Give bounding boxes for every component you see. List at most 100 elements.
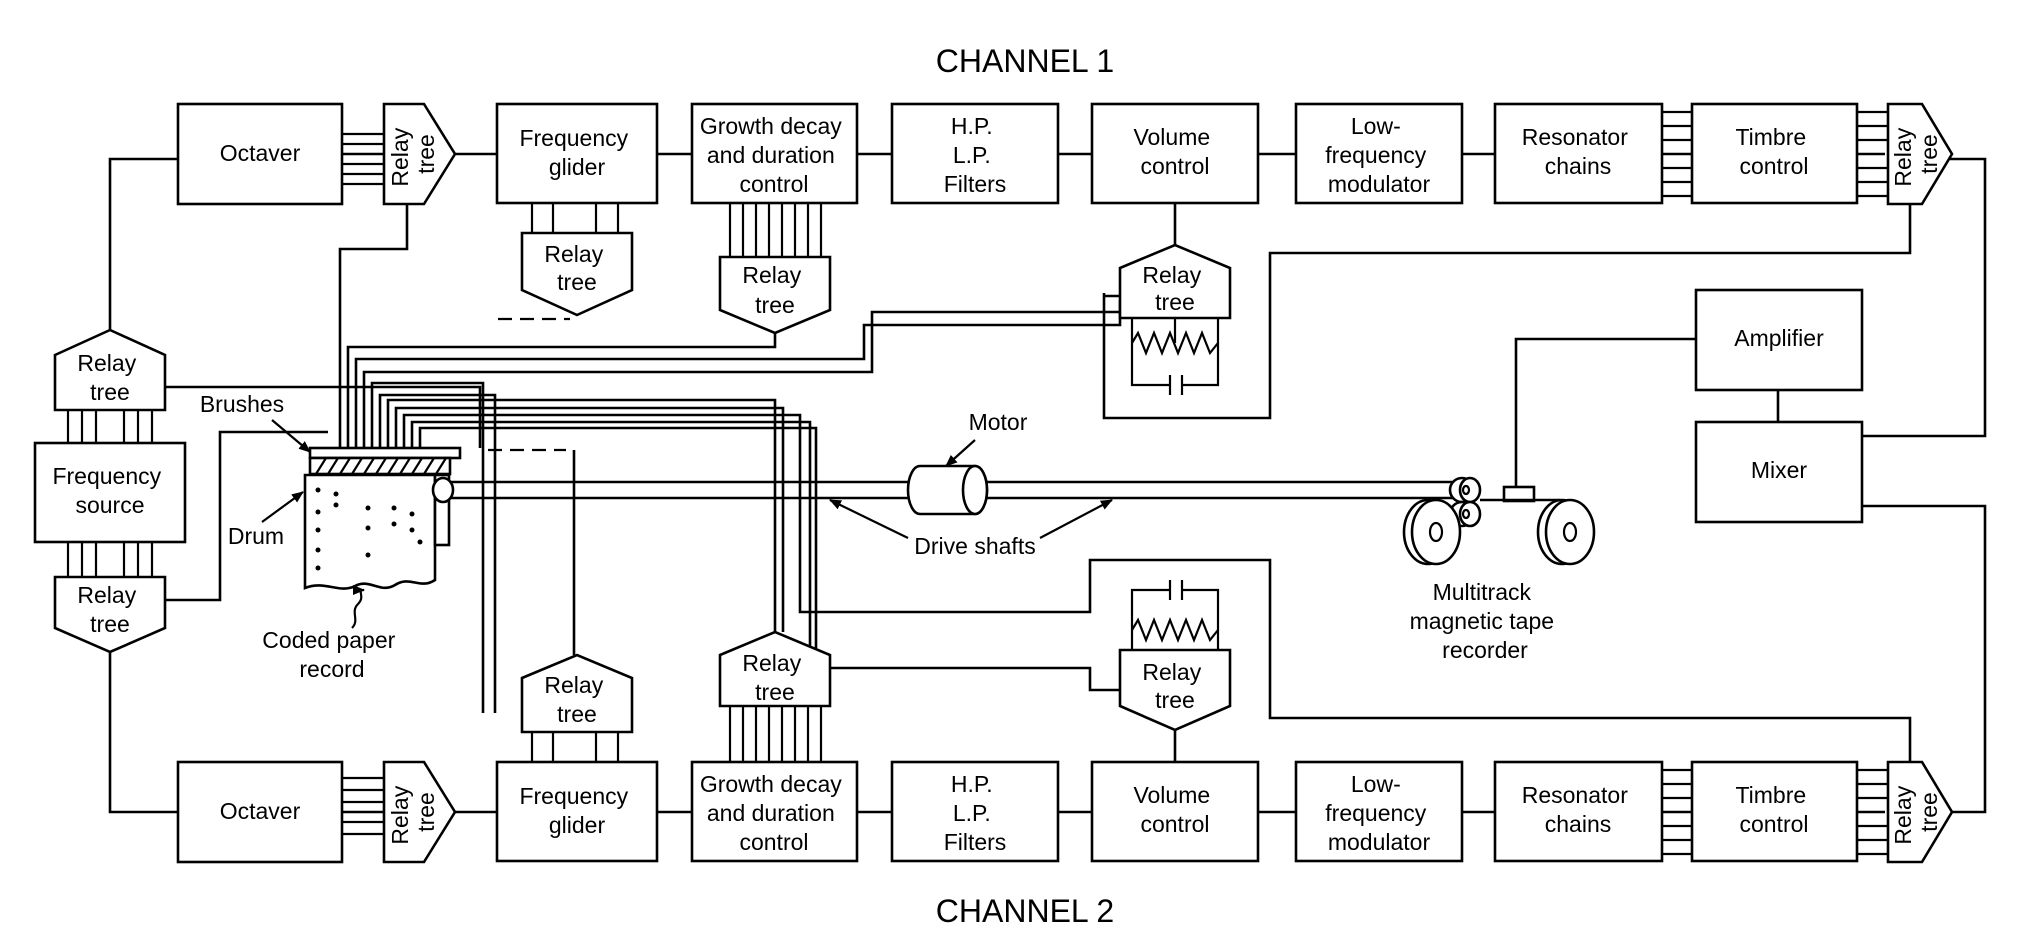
brushes-assembly — [308, 446, 462, 476]
filters-ch2-block: H.P. L.P. Filters — [890, 760, 1060, 863]
lfm-line-1: Low- — [1351, 771, 1401, 797]
relay-tree-growth-ch1: Relay tree — [718, 255, 832, 335]
svg-text:Frequency source: Frequency source — [52, 463, 167, 518]
svg-text:Timbre control: Timbre control — [1735, 782, 1812, 837]
svg-text:Timbre control: Timbre control — [1735, 124, 1812, 179]
relay-tree-volume-ch1: Relay tree — [1118, 243, 1232, 320]
volume-line-2: control — [1140, 153, 1209, 179]
filters-line-1: H.P. — [951, 113, 993, 139]
freq-source-line-1: Frequency — [52, 463, 161, 489]
tree-label: tree — [413, 792, 439, 832]
volume-line-1: Volume — [1133, 782, 1210, 808]
resistor-network-ch1 — [1130, 318, 1220, 395]
svg-text:H.P. L.P. Filt: H.P. L.P. Filters — [944, 113, 1007, 197]
svg-text:Relay tree: Relay tree — [742, 262, 807, 318]
bus-timbre-relay-1 — [1857, 110, 1888, 198]
tree-label: tree — [90, 611, 130, 637]
svg-text:Resonator chains: Resonator chains — [1522, 124, 1635, 179]
amplifier-label: Amplifier — [1734, 325, 1824, 351]
timbre-line-1: Timbre — [1735, 124, 1806, 150]
lf-modulator-ch2-block: Low- frequency modulator — [1294, 760, 1464, 863]
svg-text:Frequency glider: Frequency glider — [519, 125, 634, 180]
resonator-line-2: chains — [1545, 811, 1611, 837]
bus-growth-relay-1 — [728, 203, 823, 257]
svg-text:Relay tree: Relay tree — [544, 241, 609, 295]
svg-text:Low- frequency: Low- frequency modulator — [1325, 771, 1432, 855]
tree-label: tree — [1916, 134, 1942, 174]
svg-text:Low- frequency: Low- frequency modulator — [1325, 113, 1432, 197]
svg-text:Relay tree: Relay tree — [544, 672, 609, 727]
resonator-chains-ch2-block: Resonator chains — [1493, 760, 1664, 863]
filters-ch1-block: H.P. L.P. Filters — [890, 102, 1060, 205]
drum — [303, 473, 455, 590]
svg-text:Coded paper record: Coded paper record — [262, 627, 401, 682]
svg-text:Growth decay and durat: Growth decay and duration control — [700, 113, 848, 197]
svg-text:Relay tree: Relay tree — [1142, 659, 1207, 713]
bus-octaver-relay-1 — [342, 132, 384, 186]
relay-tree-glider-ch1: Relay tree — [520, 231, 634, 317]
bus-glider-relay-2 — [530, 732, 620, 762]
growth-line-3: control — [739, 171, 808, 197]
tree-label: tree — [755, 679, 795, 705]
relay-label: Relay — [742, 262, 801, 288]
volume-line-1: Volume — [1133, 124, 1210, 150]
svg-text:H.P. L.P. Filt: H.P. L.P. Filters — [944, 771, 1007, 855]
coded-paper-line-2: record — [299, 656, 364, 682]
frequency-source-block: Frequency source — [33, 441, 187, 544]
timbre-control-ch1-block: Timbre control — [1690, 102, 1859, 205]
channel-1-row: Octaver Relay tree Frequency glider Grow… — [176, 102, 1954, 395]
tree-label: tree — [413, 134, 439, 174]
svg-text:Volume control: Volume control — [1133, 124, 1216, 179]
svg-text:Multitrack magnetic tape: Multitrack magnetic tape recorder — [1410, 579, 1561, 663]
svg-text:Volume control: Volume control — [1133, 782, 1216, 837]
svg-text:Resonator chains: Resonator chains — [1522, 782, 1635, 837]
tree-label: tree — [90, 379, 130, 405]
svg-text:Relay tree: Relay tree — [1890, 121, 1942, 186]
octaver-ch1-block: Octaver — [176, 102, 344, 206]
glider-line-1: Frequency — [519, 783, 628, 809]
lfm-line-3: modulator — [1328, 171, 1431, 197]
lfm-line-2: frequency — [1325, 800, 1427, 826]
volume-control-ch2-block: Volume control — [1090, 760, 1260, 863]
frequency-glider-ch1-block: Frequency glider — [495, 102, 659, 205]
svg-text:Frequency glider: Frequency glider — [519, 783, 634, 838]
bus-timbre-relay-2 — [1857, 768, 1888, 856]
mixer-label: Mixer — [1751, 457, 1808, 483]
resonator-line-2: chains — [1545, 153, 1611, 179]
relay-label: Relay — [77, 350, 136, 376]
tape-recorder-line-3: recorder — [1442, 637, 1528, 663]
mixer-block: Mixer — [1694, 420, 1864, 524]
filters-line-3: Filters — [944, 829, 1007, 855]
relay-label: Relay — [544, 241, 603, 267]
svg-text:Growth decay and durat: Growth decay and duration control — [700, 771, 848, 855]
glider-line-2: glider — [549, 812, 606, 838]
resonator-chains-ch1-block: Resonator chains — [1493, 102, 1664, 205]
svg-text:Relay tree: Relay tree — [742, 650, 807, 705]
channel-2-title: CHANNEL 2 — [936, 893, 1114, 929]
tape-recorder-line-1: Multitrack — [1433, 579, 1532, 605]
growth-line-1: Growth decay — [700, 771, 842, 797]
tree-label: tree — [1155, 687, 1195, 713]
relay-label: Relay — [77, 582, 136, 608]
filters-line-2: L.P. — [953, 142, 991, 168]
growth-line-2: and duration — [707, 800, 835, 826]
brushes-label: Brushes — [200, 391, 284, 417]
filters-line-2: L.P. — [953, 800, 991, 826]
relay-tree-source-bottom: Relay tree — [53, 575, 167, 654]
coded-paper-line-1: Coded paper — [262, 627, 395, 653]
bus-resonator-timbre-1 — [1662, 110, 1692, 198]
wiring — [66, 110, 1987, 856]
growth-line-1: Growth decay — [700, 113, 842, 139]
svg-text:Relay tree: Relay tree — [77, 350, 142, 405]
relay-label: Relay — [1890, 127, 1916, 186]
glider-line-1: Frequency — [519, 125, 628, 151]
relay-tree-source-top: Relay tree — [53, 328, 167, 412]
growth-decay-ch2-block: Growth decay and duration control — [690, 760, 859, 863]
timbre-line-1: Timbre — [1735, 782, 1806, 808]
bus-freqsource-relay-bottom — [66, 542, 154, 577]
timbre-line-2: control — [1739, 811, 1808, 837]
lfm-line-1: Low- — [1351, 113, 1401, 139]
resonator-line-1: Resonator — [1522, 782, 1628, 808]
growth-decay-ch1-block: Growth decay and duration control — [690, 102, 859, 205]
amplifier-block: Amplifier — [1694, 288, 1864, 392]
